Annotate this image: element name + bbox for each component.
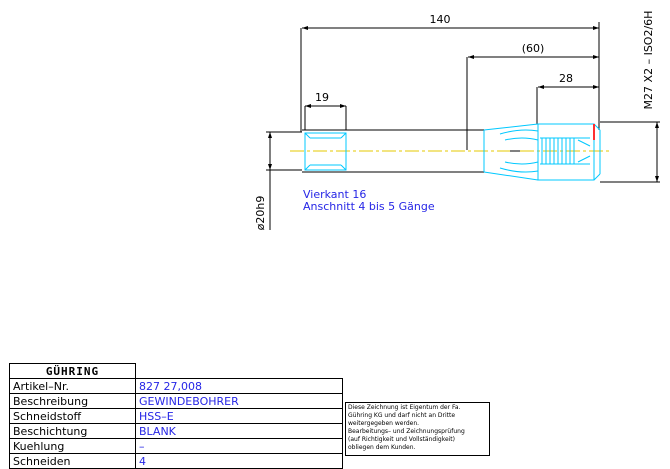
row-value: GEWINDEBOHRER — [135, 393, 343, 409]
dim-overall-length: 140 — [430, 13, 451, 26]
row-value: 4 — [135, 453, 343, 469]
table-row: Artikel–Nr. 827 27,008 — [9, 378, 343, 394]
table-row: Kuehlung – — [9, 438, 343, 454]
dim-diameter: ø20h9 — [254, 196, 267, 231]
part-outline — [304, 123, 601, 181]
row-value: HSS–E — [135, 408, 343, 424]
row-value: 827 27,008 — [135, 378, 343, 394]
note-square: Vierkant 16 — [303, 188, 366, 201]
row-label: Beschichtung — [9, 423, 136, 439]
row-label: Kuehlung — [9, 438, 136, 454]
table-row: Schneidstoff HSS–E — [9, 408, 343, 424]
dim-shank-length: 28 — [559, 72, 573, 85]
note-chamfer: Anschnitt 4 bis 5 Gänge — [303, 200, 435, 213]
disclaimer-line: Diese Zeichnung ist Eigentum der Fa. — [348, 404, 461, 411]
thread-teeth — [540, 137, 591, 165]
row-label: Artikel–Nr. — [9, 378, 136, 394]
row-label: Schneidstoff — [9, 408, 136, 424]
dim-ref-length: (60) — [522, 42, 545, 55]
dimension-lines — [266, 22, 660, 230]
dim-thread-spec: M27 X2 – ISO2/6H — [642, 11, 655, 110]
title-block: GÜHRING Artikel–Nr. 827 27,008 Beschreib… — [9, 363, 343, 469]
row-value: – — [135, 438, 343, 454]
dim-square-length: 19 — [315, 91, 329, 104]
dimension-arrows — [268, 26, 659, 182]
row-label: Schneiden — [9, 453, 136, 469]
disclaimer-line: weitergegeben werden. — [348, 420, 420, 427]
row-label: Beschreibung — [9, 393, 136, 409]
disclaimer-line: Bearbeitungs– und Zeichnungsprüfung — [348, 428, 465, 435]
company-logo: GÜHRING — [9, 363, 136, 379]
disclaimer-line: obliegen dem Kunden. — [348, 444, 416, 451]
disclaimer-line: (auf Richtigkeit und Vollständigkeit) — [348, 436, 456, 443]
ownership-disclaimer: Diese Zeichnung ist Eigentum der Fa. Güh… — [345, 402, 490, 456]
table-row: Schneiden 4 — [9, 453, 343, 469]
disclaimer-line: Gühring KG und darf nicht an Dritte — [348, 412, 456, 419]
row-value: BLANK — [135, 423, 343, 439]
table-row: Beschichtung BLANK — [9, 423, 343, 439]
title-block-blank — [135, 363, 343, 379]
table-row: Beschreibung GEWINDEBOHRER — [9, 393, 343, 409]
